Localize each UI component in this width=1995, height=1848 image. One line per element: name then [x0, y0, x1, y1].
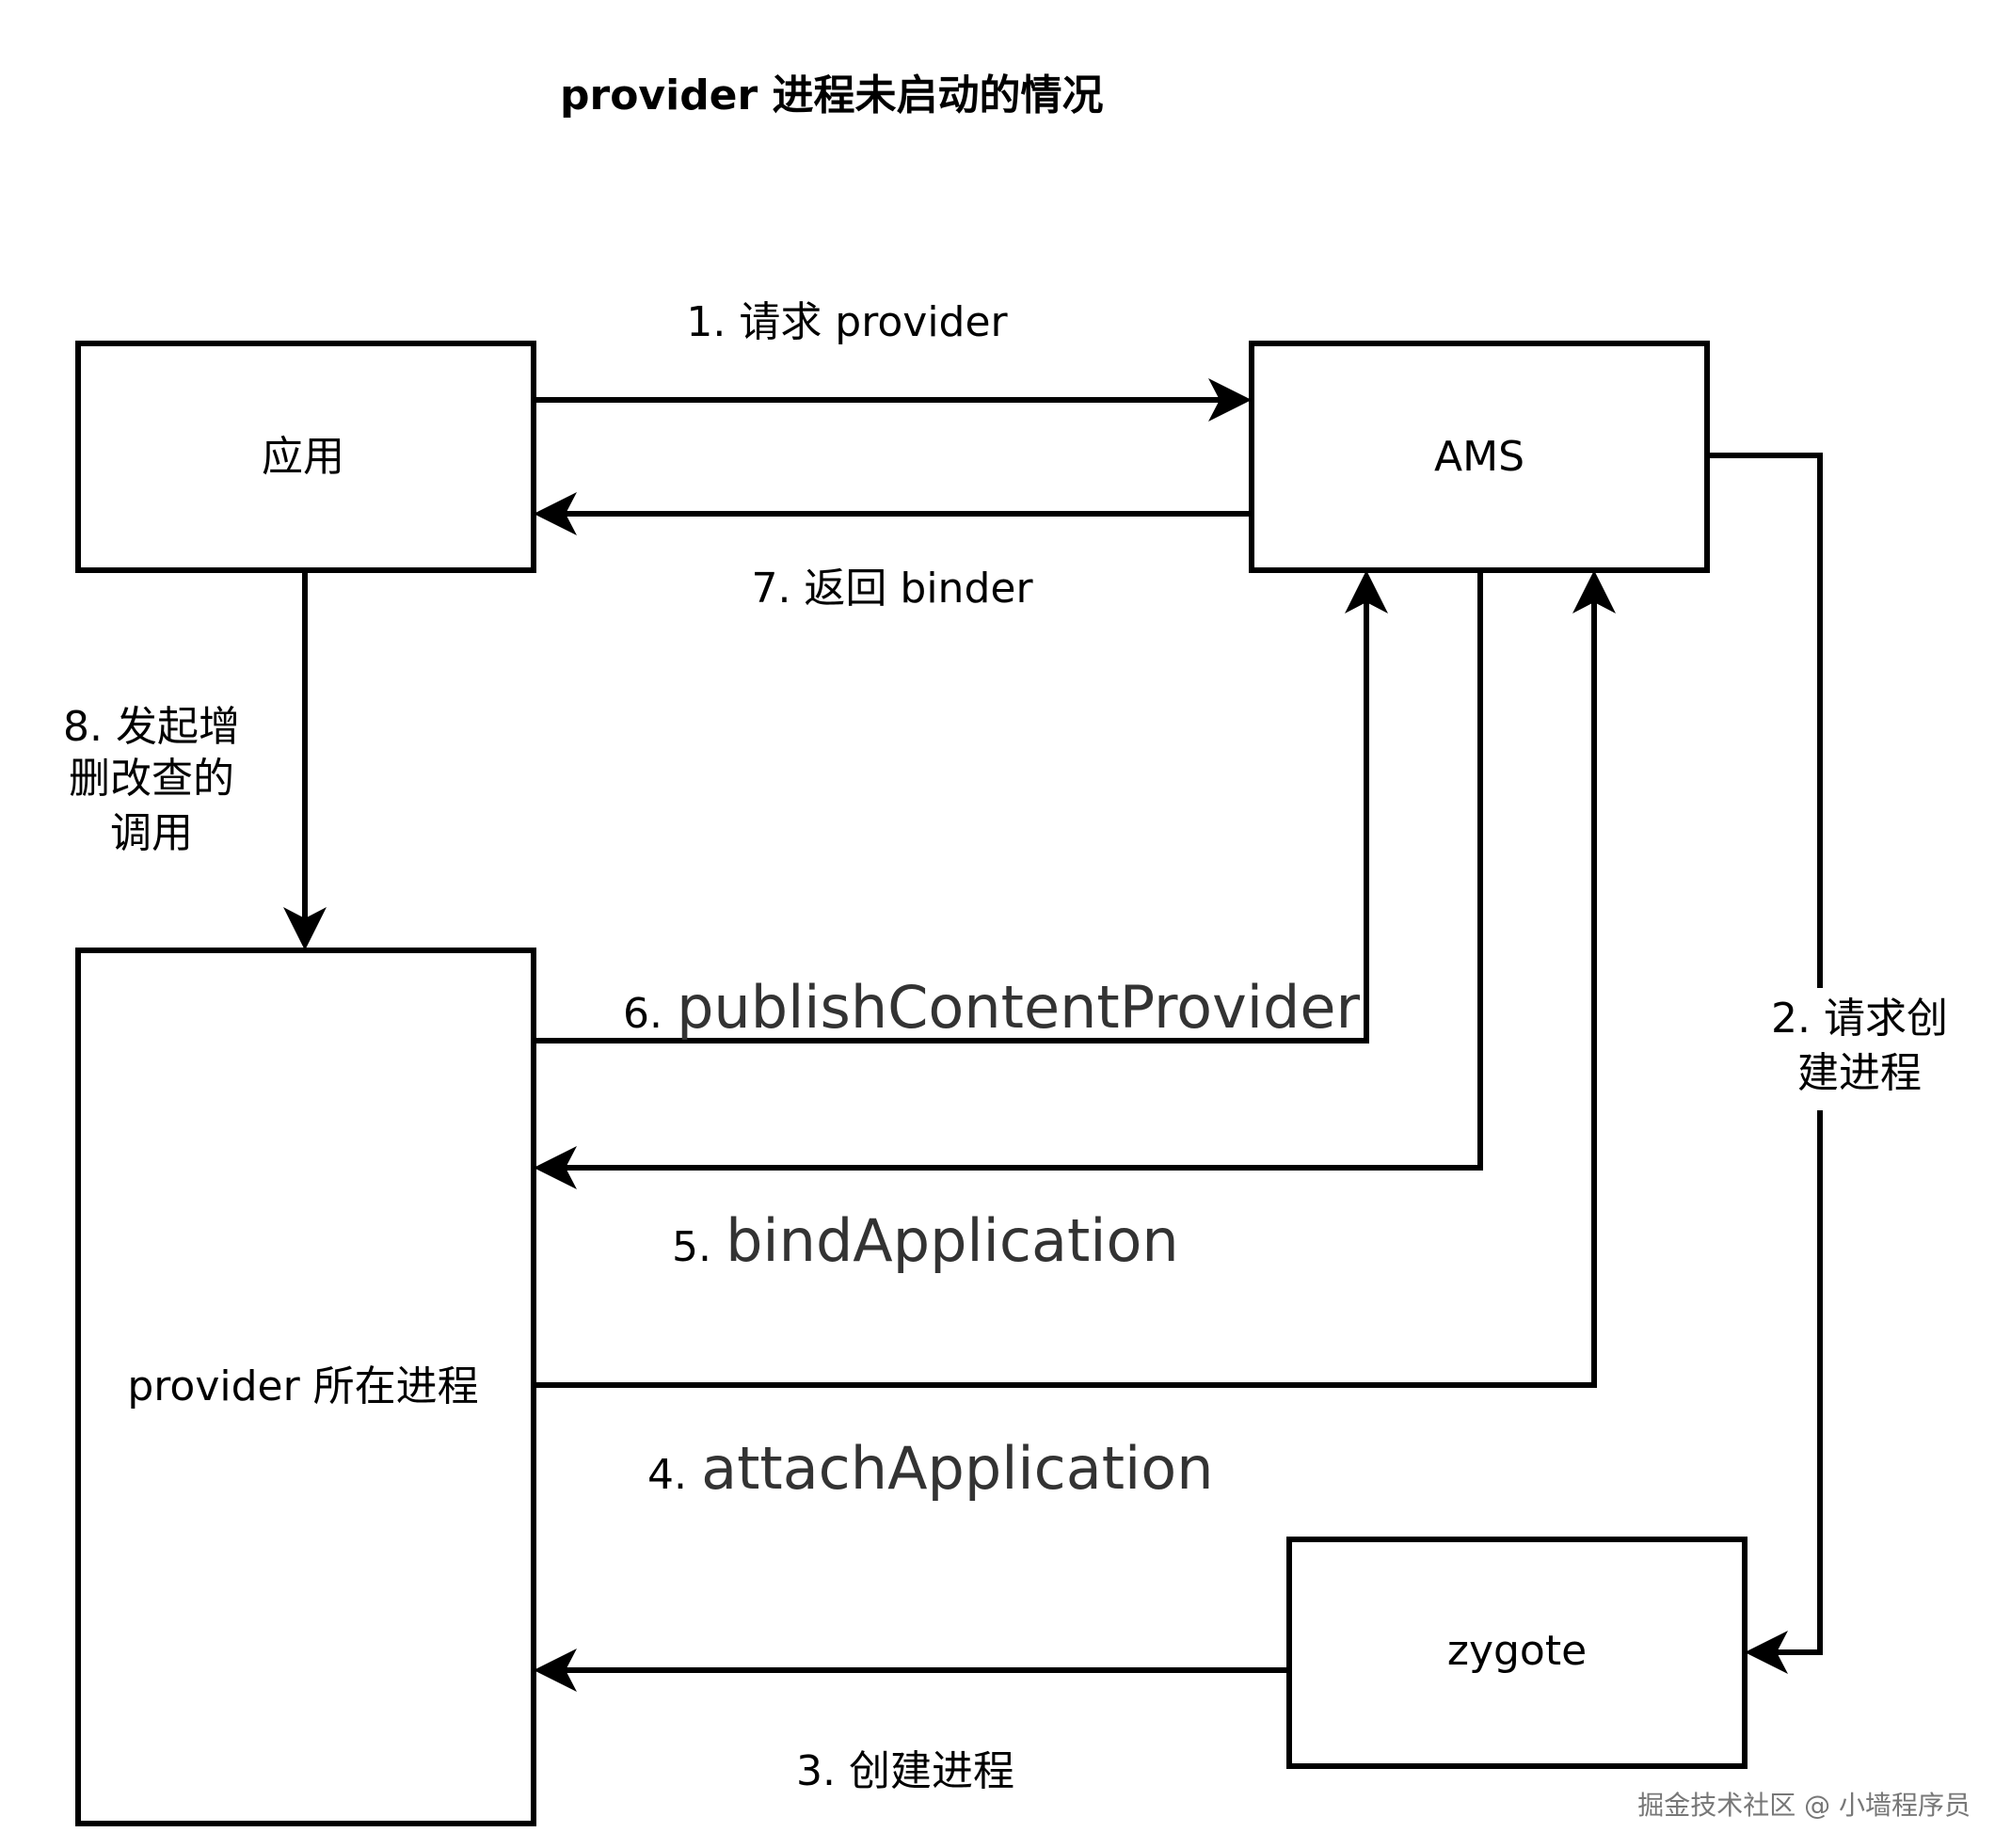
edge-1-label: 1. 请求 provider: [686, 298, 1008, 346]
edge-8-label-line-3: 调用: [110, 809, 193, 857]
zygote-box: [1286, 1537, 1748, 1769]
edge-4-number: 4.: [647, 1451, 687, 1499]
edge-4-method: attachApplication: [701, 1434, 1213, 1503]
edge-3-label: 3. 创建进程: [796, 1747, 1014, 1795]
edge-5-bind-application: [534, 570, 1483, 1189]
edge-5-label: 5. bindApplication: [672, 1206, 1179, 1275]
edge-3-create-process: [534, 1649, 1289, 1692]
ams-box: [1249, 341, 1710, 573]
edge-6-method: publishContentProvider: [677, 973, 1360, 1042]
app-label: 应用: [262, 433, 344, 481]
edge-6-label: 6. publishContentProvider: [623, 973, 1360, 1042]
edge-2-label-line-1: 2. 请求创: [1771, 995, 1948, 1043]
edge-8-crud-call: [283, 570, 327, 950]
edge-6-number: 6.: [623, 990, 662, 1038]
edge-8-label-line-2: 删改查的: [69, 755, 234, 803]
edge-6-publish-content-provider: [534, 570, 1388, 1043]
ams-label: AMS: [1434, 433, 1524, 481]
edge-7-return-binder: [534, 492, 1252, 535]
watermark: 掘金技术社区 @ 小墙程序员: [1637, 1790, 1971, 1821]
edge-8-label-line-1: 8. 发起增: [63, 703, 240, 751]
edge-4-attach-application: [534, 570, 1616, 1388]
edge-1-request-provider: [534, 378, 1252, 422]
edge-5-method: bindApplication: [726, 1206, 1179, 1275]
edge-2-label-line-2: 建进程: [1797, 1049, 1922, 1097]
provider-process-label: provider 所在进程: [127, 1362, 478, 1410]
provider-process-box: [75, 948, 536, 1826]
edge-2-label-background: [1764, 988, 1876, 1110]
diagram-title: provider 进程未启动的情况: [560, 72, 1104, 119]
edge-6-label-background: [612, 969, 1308, 1037]
edge-5-number: 5.: [672, 1223, 711, 1271]
edge-7-label: 7. 返回 binder: [751, 565, 1033, 613]
zygote-label: zygote: [1447, 1627, 1587, 1675]
edge-4-label: 4. attachApplication: [647, 1434, 1214, 1503]
app-box: [75, 341, 536, 573]
